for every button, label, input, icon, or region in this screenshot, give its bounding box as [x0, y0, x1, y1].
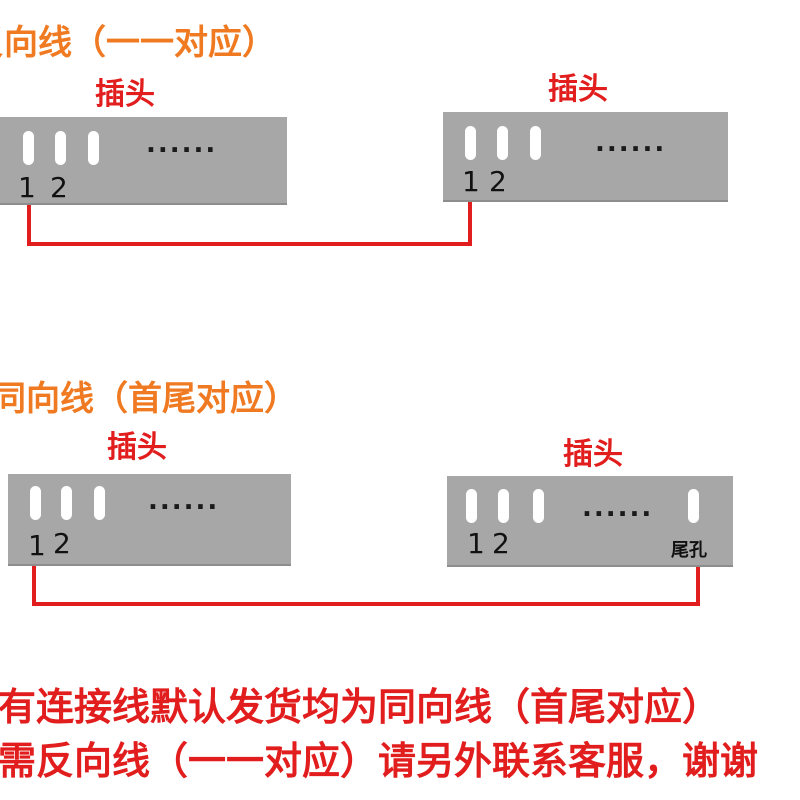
pin-slot [94, 486, 105, 520]
pin-number-2: 2 [492, 527, 510, 560]
pin-slot [465, 126, 476, 160]
more-pins-ellipsis: ...... [582, 493, 654, 523]
pin-slot [23, 131, 34, 165]
pin-slot [61, 486, 72, 520]
plug-same-left: ...... 1 2 [8, 474, 291, 566]
same-direction-cable-title: 同向线（首尾对应） [0, 379, 298, 419]
pin-number-1: 1 [462, 165, 480, 198]
plug-label-same-right: 插头 [563, 437, 623, 472]
pin-slot [498, 489, 509, 523]
more-pins-ellipsis: ...... [148, 486, 220, 516]
tail-pin-slot [688, 489, 699, 523]
same-direction-wire [32, 566, 700, 606]
more-pins-ellipsis: ...... [595, 128, 667, 158]
reverse-wire [27, 202, 472, 246]
plug-reverse-right: ...... 1 2 [443, 112, 728, 202]
plug-label-reverse-right: 插头 [548, 72, 608, 107]
tail-pin-label: 尾孔 [671, 540, 707, 561]
pin-slot [533, 489, 544, 523]
plug-same-right: ...... 1 2 尾孔 [447, 476, 733, 567]
pin-slot [497, 126, 508, 160]
pin-slot [88, 131, 99, 165]
plug-reverse-left: ...... 1 2 [0, 117, 287, 205]
more-pins-ellipsis: ...... [146, 129, 218, 159]
pin-number-2: 2 [50, 171, 68, 204]
pin-slot [55, 131, 66, 165]
pin-slot [30, 486, 41, 520]
pin-number-1: 1 [18, 171, 36, 204]
reverse-cable-title: 反向线（一一对应） [0, 23, 276, 63]
pin-number-2: 2 [489, 165, 507, 198]
plug-label-reverse-left: 插头 [95, 77, 155, 112]
pin-number-1: 1 [467, 527, 485, 560]
notice-line-1: 所有连接线默认发货均为同向线（首尾对应） [0, 685, 721, 729]
pin-slot [466, 489, 477, 523]
notice-line-2: 如需反向线（一一对应）请另外联系客服，谢谢 [0, 739, 759, 783]
plug-label-same-left: 插头 [107, 430, 167, 465]
pin-slot [530, 126, 541, 160]
pin-number-2: 2 [53, 527, 71, 560]
pin-number-1: 1 [28, 529, 46, 562]
